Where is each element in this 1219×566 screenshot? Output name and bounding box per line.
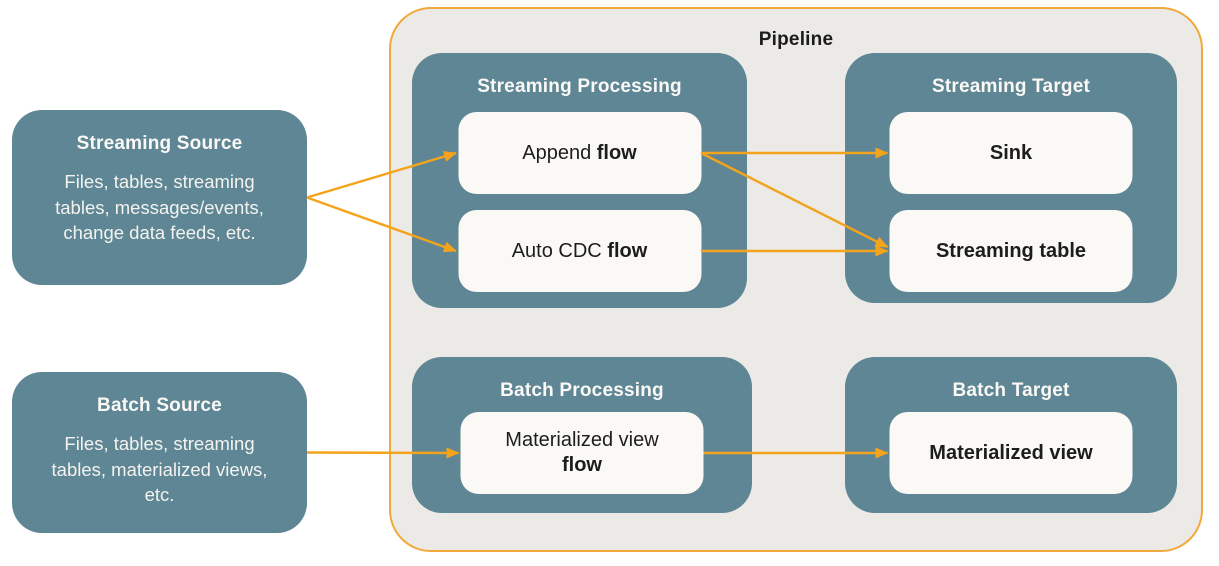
batch-target-title: Batch Target [952, 380, 1070, 401]
batch-source-node: Batch Source Files, tables, streaming ta… [12, 372, 307, 533]
auto-cdc-flow-label: Auto CDC flow [511, 239, 648, 262]
streaming-source-title: Streaming Source [76, 133, 243, 154]
streaming-table-label: Streaming table [935, 239, 1087, 262]
sink-node: Sink [889, 112, 1133, 194]
streaming-target-title: Streaming Target [931, 76, 1091, 97]
append-flow-label: Append flow [522, 141, 637, 164]
streaming-processing-title: Streaming Processing [477, 76, 682, 97]
materialized-view-label: Materialized view [929, 441, 1093, 464]
streaming-table-node: Streaming table [889, 210, 1133, 292]
streaming-source-description: Files, tables, streaming tables, message… [55, 171, 264, 244]
auto-cdc-flow-node: Auto CDC flow [458, 210, 701, 292]
append-flow-node: Append flow [458, 112, 701, 194]
batch-source-title: Batch Source [97, 395, 222, 416]
batch-target-node: Batch Target Materialized view [845, 357, 1177, 513]
pipeline-title: Pipeline [758, 29, 834, 50]
materialized-view-node: Materialized view [889, 412, 1133, 494]
streaming-source-node: Streaming Source Files, tables, streamin… [12, 110, 307, 285]
streaming-target-node: Streaming Target Sink Streaming table [845, 53, 1177, 303]
batch-source-description: Files, tables, streaming tables, materia… [51, 433, 268, 506]
batch-processing-title: Batch Processing [500, 380, 664, 401]
sink-label: Sink [989, 141, 1033, 164]
streaming-processing-node: Streaming Processing Append flow Auto CD… [412, 53, 747, 308]
